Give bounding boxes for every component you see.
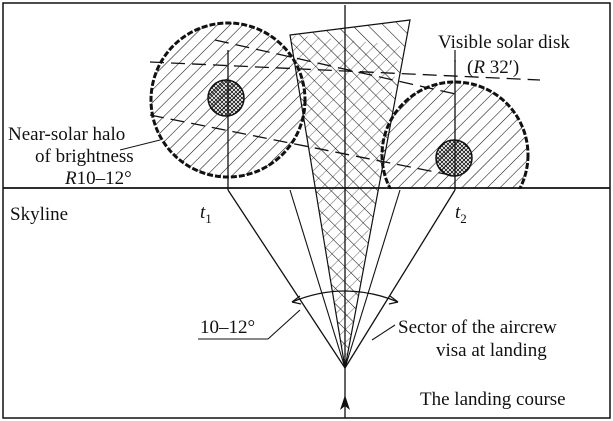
- course-label: The landing course: [420, 389, 566, 410]
- halo-R: R: [64, 168, 77, 189]
- angle-arc-tip-left: [291, 295, 302, 305]
- halo-label-2: of brightness: [35, 146, 134, 167]
- visible-disk-label-2: (R 32′): [467, 57, 519, 78]
- t1-label: t1: [200, 202, 212, 226]
- halo-leader: [119, 139, 161, 151]
- halo-label-1: Near-solar halo: [8, 124, 125, 145]
- t2-symbol: t: [455, 202, 461, 223]
- sector-label-1: Sector of the aircrew: [398, 317, 557, 338]
- fan-inner-left: [289, 189, 346, 369]
- angle-arc: [291, 290, 399, 303]
- visible-disk-label-1: Visible solar disk: [438, 32, 570, 53]
- t1-subscript: 1: [205, 211, 212, 226]
- angle-leader: [267, 309, 301, 340]
- course-arrow: [340, 395, 350, 410]
- t1-symbol: t: [200, 202, 206, 223]
- sector-leader: [371, 324, 396, 341]
- t2-label: t2: [455, 202, 467, 226]
- t2-subscript: 2: [460, 211, 467, 226]
- skyline-label: Skyline: [10, 204, 68, 225]
- sector-label-2: visa at landing: [436, 340, 547, 361]
- halo-val: 10–12°: [77, 168, 132, 189]
- visible-disk-R: R: [472, 57, 485, 78]
- fan-line-right: [344, 189, 456, 369]
- solar-disk-t1: [207, 79, 245, 117]
- visible-disk-val: 32′: [490, 57, 513, 78]
- solar-disk-t2: [435, 139, 473, 177]
- fan-inner-right: [344, 189, 401, 369]
- halo-label-3: R10–12°: [64, 168, 132, 189]
- horizon-mask: [370, 189, 540, 239]
- angle-label: 10–12°: [200, 317, 255, 338]
- angle-arc-tip-right: [388, 295, 399, 305]
- fan-line-left: [227, 189, 346, 369]
